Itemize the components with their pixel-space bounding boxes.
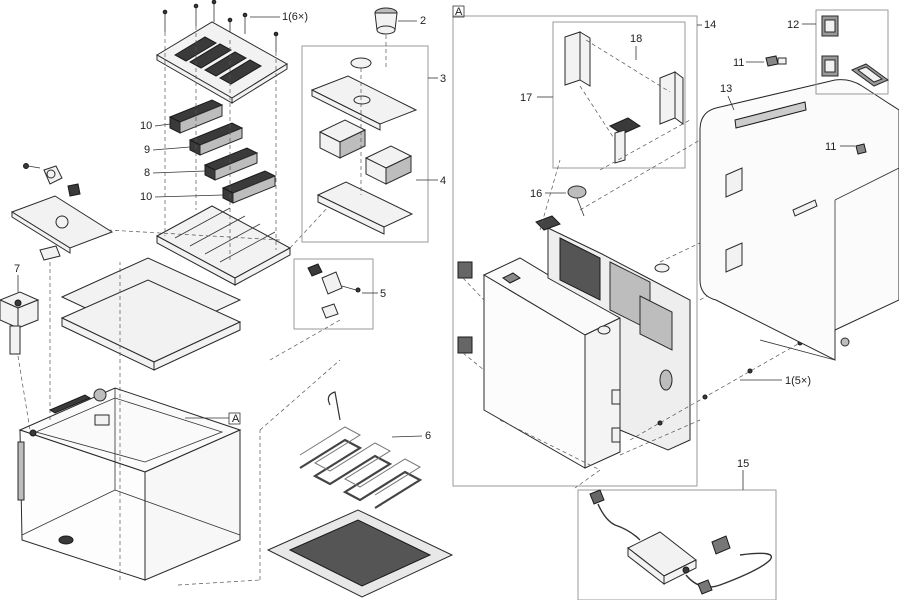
media-blocks <box>316 119 414 235</box>
group-box-17-18 <box>552 21 686 169</box>
heater-element <box>299 391 423 509</box>
outer-cabinet <box>699 79 899 361</box>
clip-parts <box>765 55 867 155</box>
callout-12: 12 <box>787 19 799 31</box>
sensor-clip <box>307 263 361 319</box>
gasket-frames <box>821 15 890 87</box>
detail-ref-A: A <box>232 413 240 425</box>
vent-grilles <box>457 261 473 354</box>
media-lid <box>310 57 418 131</box>
left-knob-parts <box>23 163 81 261</box>
filter-sponges <box>168 99 277 204</box>
callout-3: 3 <box>440 73 446 85</box>
callout-18: 18 <box>630 33 642 45</box>
callout-1-top: 1(6×) <box>282 11 308 23</box>
power-supply <box>589 489 772 595</box>
detail-label-A: A <box>455 6 463 18</box>
pump-part <box>567 185 587 217</box>
callout-2: 2 <box>420 15 426 27</box>
callout-13: 13 <box>720 83 732 95</box>
callout-5: 5 <box>380 288 386 300</box>
detail-A-frame <box>452 15 698 487</box>
callout-8: 8 <box>144 167 150 179</box>
overflow-pipe <box>0 291 40 355</box>
callout-7: 7 <box>14 263 20 275</box>
group-box-15 <box>577 489 777 600</box>
left-cover-plate <box>10 195 114 254</box>
callout-17: 17 <box>520 92 532 104</box>
group-box-3-4 <box>301 45 429 243</box>
group-box-12 <box>815 9 889 95</box>
top-grille-lid <box>156 21 288 104</box>
callout-11-bottom: 11 <box>825 141 836 153</box>
callout-15: 15 <box>737 458 749 470</box>
group-box-5 <box>293 258 374 330</box>
callout-4: 4 <box>440 175 446 187</box>
substrate-grid-mat <box>266 509 454 598</box>
callout-9: 9 <box>144 144 150 156</box>
internal-mechanism <box>535 215 691 451</box>
cap-part <box>374 7 398 35</box>
callout-1-bottom: 1(5×) <box>785 375 811 387</box>
callout-16: 16 <box>530 188 542 200</box>
cover-panels <box>564 31 684 164</box>
callout-10-bottom: 10 <box>140 191 152 203</box>
main-housing <box>482 257 622 469</box>
assembly-dashes-left <box>17 26 341 586</box>
callout-6: 6 <box>425 430 431 442</box>
callout-11-top: 11 <box>733 57 744 69</box>
aquarium-tank <box>17 387 242 581</box>
callout-14: 14 <box>704 19 716 31</box>
callout-10-top: 10 <box>140 120 152 132</box>
glass-sheets <box>60 257 242 371</box>
